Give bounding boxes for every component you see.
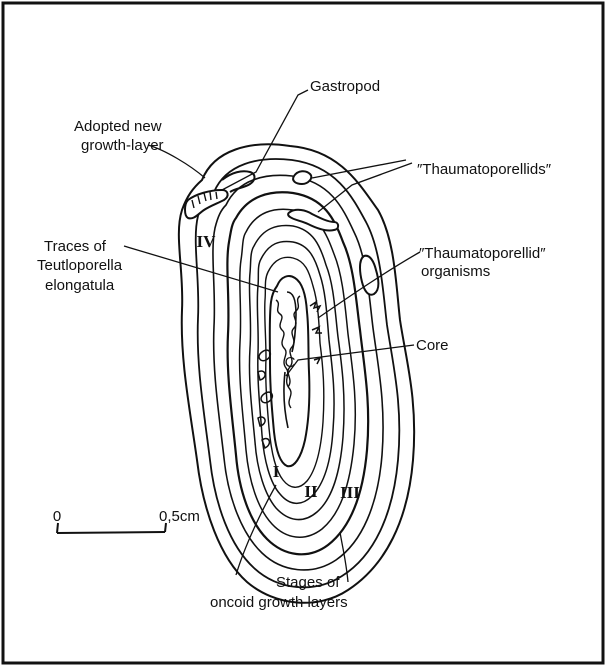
scale-bar-end-label: 0,5cm xyxy=(159,508,200,525)
label-organisms-line1: ″Thaumatoporellid″ xyxy=(419,245,546,262)
stage-numeral-II: II xyxy=(304,482,318,501)
label-gastropod: Gastropod xyxy=(310,78,380,95)
scale-bar-start-label: 0 xyxy=(53,508,61,525)
thaumatoporellid-organisms-core xyxy=(310,302,322,364)
label-traces-line2: Teutloporella xyxy=(37,257,123,274)
label-traces-line3: elongatula xyxy=(45,277,115,294)
core-letter: C xyxy=(285,354,296,371)
label-thaumatoporellids: ″Thaumatoporellids″ xyxy=(417,161,552,178)
label-stages-line1: Stages of xyxy=(276,574,340,591)
scale-bar: 0 0,5cm xyxy=(53,508,200,533)
label-organisms-line2: organisms xyxy=(421,263,490,280)
label-core: Core xyxy=(416,337,449,354)
label-stages-line2: oncoid growth layers xyxy=(210,594,348,611)
stage-numeral-III: III xyxy=(340,483,360,502)
adopted-growth-layer-patch xyxy=(185,190,228,218)
thaumatoporellid-cluster-mid xyxy=(288,210,338,231)
stage-numeral-IV: IV xyxy=(197,232,217,251)
label-adopted-line2: growth-layer xyxy=(81,137,164,154)
label-traces-line1: Traces of xyxy=(44,238,107,255)
thaumatoporellid-cluster-right xyxy=(360,256,378,295)
stage-numeral-I: I xyxy=(273,462,280,481)
thaumatoporellid-cluster-top xyxy=(293,171,311,184)
label-adopted-line1: Adopted new xyxy=(74,118,162,135)
